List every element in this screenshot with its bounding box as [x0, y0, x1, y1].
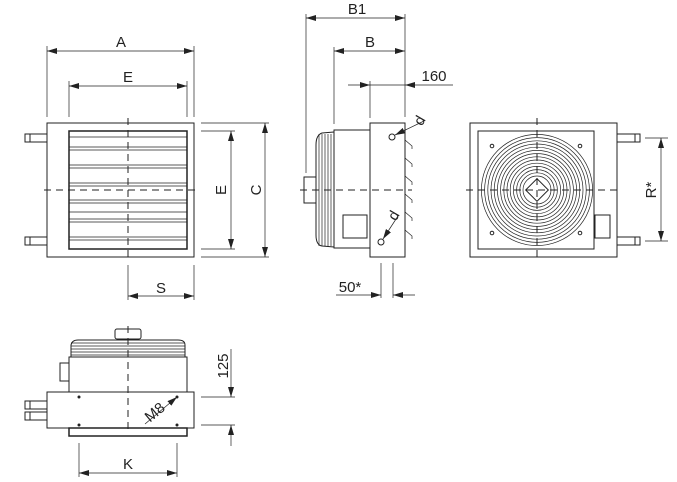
- pipe-bottom: [24, 236, 48, 246]
- dim-label-R: R*: [643, 182, 660, 199]
- dim-label-S: S: [156, 280, 166, 297]
- rear-view: R*: [466, 118, 668, 262]
- pipe-lower-bottom-view: [24, 411, 48, 421]
- dim-label-B: B: [365, 34, 375, 51]
- dim-label-A: A: [116, 34, 126, 51]
- louver-blade: [404, 157, 413, 167]
- dim-label-50: 50*: [339, 279, 362, 296]
- louver-blade: [404, 139, 413, 149]
- louver-blade: [404, 211, 413, 221]
- pipe-top-rear: [616, 133, 641, 143]
- dim-label-K: K: [123, 456, 133, 473]
- top-view: M8 125 K: [24, 326, 235, 477]
- dim-label-E-horizontal: E: [123, 69, 133, 86]
- dim-label-E-vertical: E: [213, 185, 230, 195]
- dim-label-M8: M8: [142, 399, 169, 425]
- louver-blade: [404, 229, 413, 239]
- side-view: d d B1 B 160 50*: [300, 1, 453, 298]
- pipe-bottom-rear: [616, 236, 641, 246]
- pipe-top: [24, 133, 48, 143]
- dim-label-d-bottom: d: [385, 208, 404, 224]
- front-view: A E E C S: [24, 34, 269, 300]
- louver-blade: [404, 193, 413, 203]
- pipe-upper-bottom-view: [24, 400, 48, 410]
- dim-label-160: 160: [421, 68, 446, 85]
- dim-label-C: C: [248, 184, 265, 195]
- louver-blade: [404, 175, 413, 185]
- dim-label-125: 125: [215, 353, 232, 378]
- dim-label-B1: B1: [348, 1, 366, 18]
